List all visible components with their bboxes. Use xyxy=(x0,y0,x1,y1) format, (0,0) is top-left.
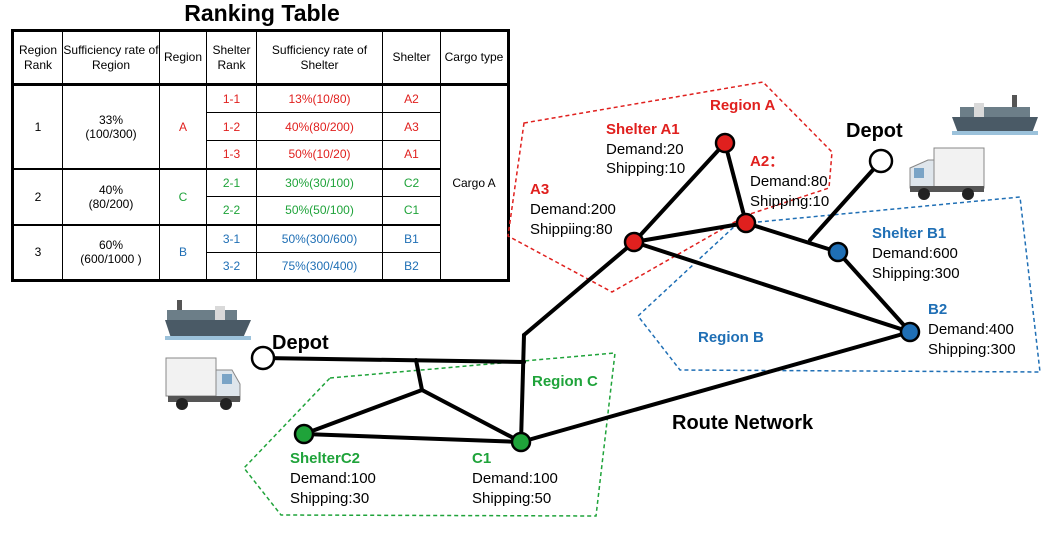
shelter-b1-name: Shelter B1 xyxy=(872,225,946,242)
cell-shelter: A3 xyxy=(382,112,441,141)
cell-shelter: A1 xyxy=(382,140,441,169)
shelter-c1-demand: Demand:100 xyxy=(472,470,558,487)
route-edge xyxy=(261,356,526,364)
header-shelter-rank: Shelter Rank xyxy=(206,30,257,85)
shelter-b2-node xyxy=(899,321,921,343)
cell-shelter-rank: 3-2 xyxy=(206,252,257,281)
route-edge xyxy=(723,141,748,225)
cell-shelter-rate: 40%(80/200) xyxy=(256,112,383,141)
shelter-b1-node xyxy=(827,241,849,263)
shelter-a1-shipping: Shipping:10 xyxy=(606,160,685,177)
shelter-a3-demand: Demand:200 xyxy=(530,201,616,218)
shelter-a3-shipping: Shippiing:80 xyxy=(530,221,613,238)
header-cargo-type: Cargo type xyxy=(440,30,509,85)
cell-region-rate: 60%(600/1000 ) xyxy=(62,224,160,281)
route-network-title: Route Network xyxy=(672,412,814,434)
shelter-c2-node xyxy=(293,423,315,445)
depot-right-node xyxy=(868,148,894,174)
table-row: 3 60%(600/1000 ) B 3-1 50%(300/600) B1 xyxy=(12,224,509,281)
shelter-a2-demand: Demand:80 xyxy=(750,173,828,190)
table-row: 3-2 75%(300/400) B2 xyxy=(13,252,509,281)
cell-region-rank: 3 xyxy=(12,224,63,281)
table-row: 1-2 40%(80/200) A3 xyxy=(13,112,509,141)
ranking-table-title: Ranking Table xyxy=(184,0,340,26)
region-b-boundary xyxy=(636,196,1041,373)
shelter-c2-demand: Demand:100 xyxy=(290,470,376,487)
route-edge xyxy=(519,333,526,444)
region-a-label: Region A xyxy=(710,97,775,114)
cell-region-rate: 40%(80/200) xyxy=(62,168,160,225)
table-header-row: Region Rank Sufficiency rate of Region R… xyxy=(12,30,509,85)
table-row: 1 33%(100/300) A 1-1 13%(10/80) A2 Cargo… xyxy=(12,84,509,281)
shelter-a1-node xyxy=(714,132,736,154)
cell-shelter: C2 xyxy=(382,168,441,197)
cell-region-rate: 33%(100/300) xyxy=(62,84,160,169)
route-edge xyxy=(836,250,912,334)
region-a-boundary xyxy=(507,81,833,293)
cell-shelter: C1 xyxy=(382,196,441,225)
route-edge xyxy=(519,330,912,444)
cell-cargo-type: Cargo A xyxy=(440,84,509,281)
region-c-label: Region C xyxy=(532,373,598,390)
shelter-a1-demand: Demand:20 xyxy=(606,141,684,158)
shelter-b2-shipping: Shipping:300 xyxy=(928,341,1016,358)
header-shelter-rate: Sufficiency rate of Shelter xyxy=(256,30,383,85)
truck-icon xyxy=(909,147,985,200)
depot-left-label: Depot xyxy=(272,332,329,354)
route-edge xyxy=(744,221,840,254)
route-edge xyxy=(302,432,523,444)
header-region-rate: Sufficiency rate of Region xyxy=(62,30,160,85)
route-edge xyxy=(808,160,882,242)
depot-right-label: Depot xyxy=(846,120,903,142)
shelter-c1-shipping: Shipping:50 xyxy=(472,490,551,507)
shelter-a2-node xyxy=(735,212,757,234)
table-row: 2-2 50%(50/100) C1 xyxy=(12,196,509,225)
shelter-a3-name: A3 xyxy=(530,181,549,198)
route-edge xyxy=(302,388,424,436)
shelter-a1-name: Shelter A1 xyxy=(606,121,680,138)
header-shelter: Shelter xyxy=(382,30,441,85)
route-edge xyxy=(632,240,912,334)
ranking-table: Region Rank Sufficiency rate of Region R… xyxy=(11,29,510,282)
region-b-label: Region B xyxy=(698,329,764,346)
depot-left-node xyxy=(250,345,276,371)
cell-shelter-rank: 3-1 xyxy=(206,224,257,253)
cell-shelter-rate: 75%(300/400) xyxy=(256,252,383,281)
shelter-b2-name: B2 xyxy=(928,301,947,318)
shelter-c1-node xyxy=(510,431,532,453)
cell-shelter: B1 xyxy=(382,224,441,253)
route-edge xyxy=(414,358,424,392)
cell-shelter-rank: 2-2 xyxy=(206,196,257,225)
route-edge xyxy=(632,221,748,244)
shelter-c2-shipping: Shipping:30 xyxy=(290,490,369,507)
route-edge xyxy=(420,388,523,444)
shelter-a3-node xyxy=(623,231,645,253)
shelter-b1-demand: Demand:600 xyxy=(872,245,958,262)
truck-icon xyxy=(165,357,241,410)
shelter-a2-shipping: Shipping:10 xyxy=(750,193,829,210)
ship-icon xyxy=(165,300,251,340)
shelter-b2-demand: Demand:400 xyxy=(928,321,1014,338)
cell-region: A xyxy=(159,84,207,169)
route-edges xyxy=(261,141,912,444)
shelter-c1-name: C1 xyxy=(472,450,491,467)
header-region: Region xyxy=(159,30,207,85)
ship-icon xyxy=(952,95,1038,135)
shelter-c2-name: ShelterC2 xyxy=(290,450,360,467)
region-c-boundary xyxy=(243,352,616,517)
route-edge xyxy=(632,141,727,244)
shelter-a2-name: A2： xyxy=(750,153,784,170)
cell-shelter-rate: 50%(300/600) xyxy=(256,224,383,253)
shelter-b1-shipping: Shipping:300 xyxy=(872,265,960,282)
cell-shelter: B2 xyxy=(382,252,441,281)
route-edge xyxy=(522,240,636,337)
